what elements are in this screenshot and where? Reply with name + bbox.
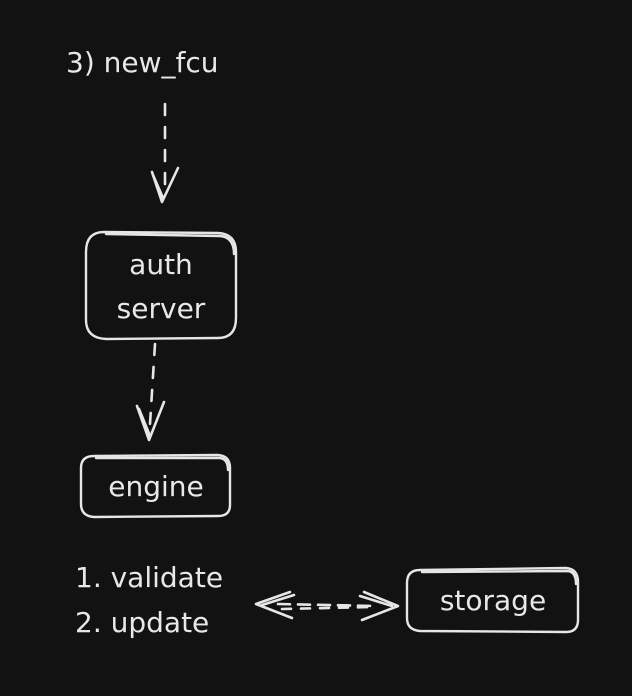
storage-box-overdraw <box>420 569 578 586</box>
arrow-new-fcu-to-auth <box>150 102 180 204</box>
auth-server-label-line2: server <box>117 292 206 325</box>
step-update: 2. update <box>75 606 209 639</box>
arrow-auth-to-engine <box>135 342 166 442</box>
top-label: 3) new_fcu <box>66 46 219 79</box>
engine-node: engine <box>79 453 232 519</box>
storage-label: storage <box>440 584 546 617</box>
arrow-steps-storage <box>254 590 400 622</box>
engine-box <box>79 453 232 519</box>
step-validate: 1. validate <box>75 561 223 594</box>
storage-box <box>405 566 580 634</box>
auth-server-label-line1: auth <box>129 248 193 281</box>
storage-node: storage <box>405 566 580 634</box>
engine-box-overdraw <box>94 456 230 472</box>
auth-server-box-overdraw <box>104 232 236 256</box>
engine-label: engine <box>108 470 204 503</box>
auth-server-box <box>84 230 238 341</box>
auth-server-node: auth server <box>84 230 238 341</box>
